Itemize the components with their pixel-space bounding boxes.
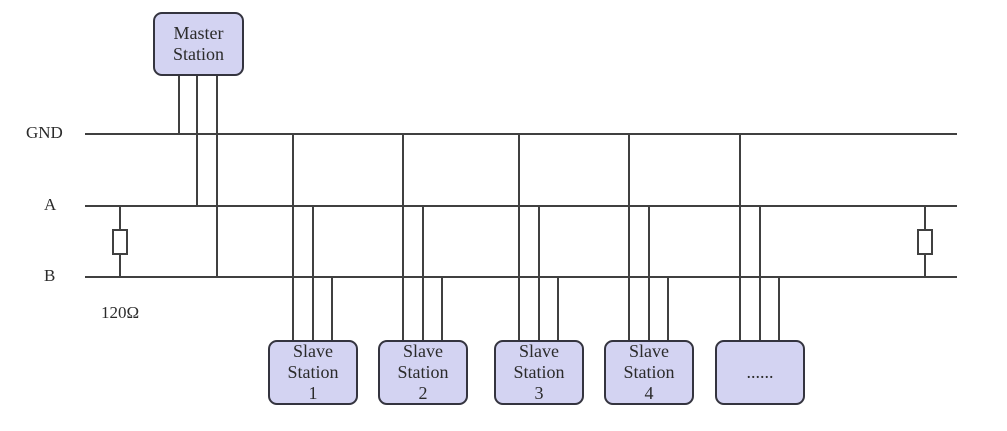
slave-station-more-box: ...... xyxy=(715,340,805,405)
slave-more-gnd-wire xyxy=(739,134,741,340)
master-station-label: Master Station xyxy=(172,23,224,64)
left-termination-resistor xyxy=(112,229,128,255)
slave-more-a-wire xyxy=(759,206,761,340)
slave-station-1-box: Slave Station 1 xyxy=(268,340,358,405)
slave-station-3-label: Slave Station 3 xyxy=(513,341,565,403)
slave-2-a-wire xyxy=(422,206,424,340)
slave-2-gnd-wire xyxy=(402,134,404,340)
slave-station-4-label: Slave Station 4 xyxy=(623,341,675,403)
slave-4-a-wire xyxy=(648,206,650,340)
a-bus-label: A xyxy=(44,195,57,214)
slave-3-b-wire xyxy=(557,277,559,340)
slave-station-1-label: Slave Station 1 xyxy=(287,341,339,403)
a-bus-line xyxy=(85,205,957,207)
slave-1-gnd-wire xyxy=(292,134,294,340)
slave-station-2-box: Slave Station 2 xyxy=(378,340,468,405)
termination-resistance-label: 120Ω xyxy=(101,303,140,322)
gnd-bus-line xyxy=(85,133,957,135)
slave-station-3-box: Slave Station 3 xyxy=(494,340,584,405)
slave-station-2-label: Slave Station 2 xyxy=(397,341,449,403)
slave-1-a-wire xyxy=(312,206,314,340)
master-b-wire xyxy=(216,76,218,278)
slave-1-b-wire xyxy=(331,277,333,340)
gnd-bus-label: GND xyxy=(26,123,63,142)
slave-2-b-wire xyxy=(441,277,443,340)
slave-4-gnd-wire xyxy=(628,134,630,340)
master-gnd-wire xyxy=(178,76,180,135)
slave-3-gnd-wire xyxy=(518,134,520,340)
b-bus-line xyxy=(85,276,957,278)
slave-3-a-wire xyxy=(538,206,540,340)
master-a-wire xyxy=(196,76,198,207)
slave-more-b-wire xyxy=(778,277,780,340)
slave-station-more-label: ...... xyxy=(746,362,774,382)
b-bus-label: B xyxy=(44,266,56,285)
right-termination-resistor xyxy=(917,229,933,255)
slave-station-4-box: Slave Station 4 xyxy=(604,340,694,405)
slave-4-b-wire xyxy=(667,277,669,340)
master-station-box: Master Station xyxy=(153,12,244,76)
